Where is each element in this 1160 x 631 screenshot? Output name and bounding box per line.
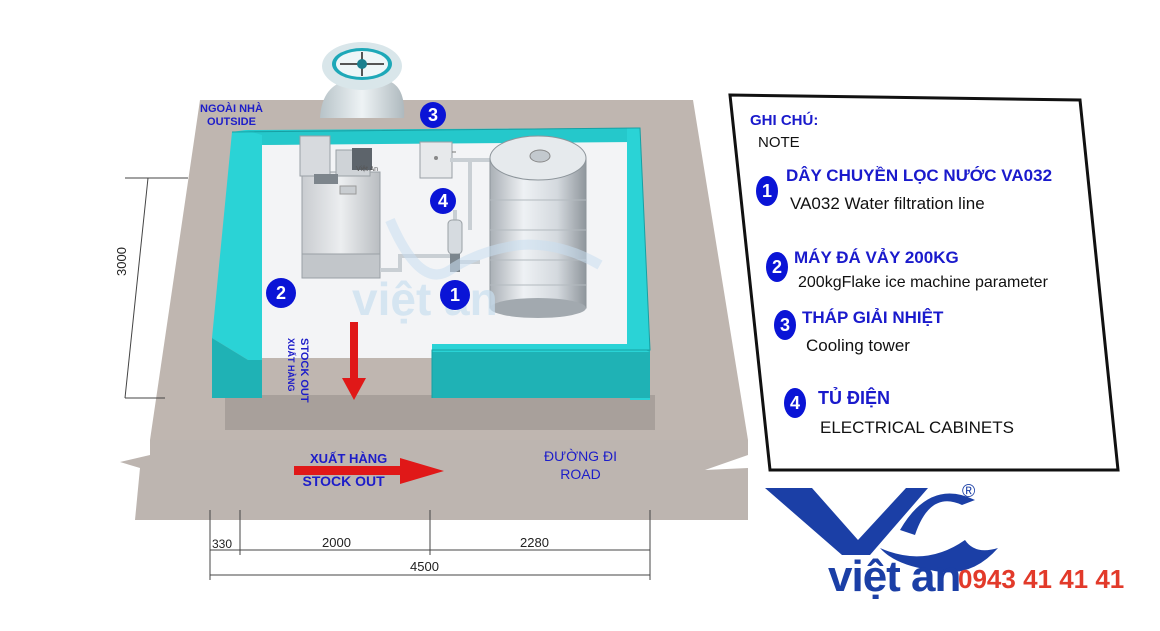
note-panel-border [728,93,1120,472]
dim-middle: 2000 [322,535,351,550]
note-item-3-en: Cooling tower [806,336,910,355]
road-label-vi: ĐƯỜNG ĐI [544,448,617,464]
stock-out-vertical-vi: XUẤT HÀNG [286,338,296,392]
badge-2: 2 [266,278,296,308]
note-item-4-en: ELECTRICAL CABINETS [820,418,1014,437]
stock-out-horizontal-vi: XUẤT HÀNG [310,451,388,466]
brand-phone: 0943 41 41 41 [958,564,1125,594]
outside-label-en: OUTSIDE [207,116,256,128]
note-item-2-en: 200kgFlake ice machine parameter [798,274,1048,291]
outside-label-vi: NGOÀI NHÀ [200,103,263,115]
note-item-1-vi: DÂY CHUYỀN LỌC NƯỚC VA032 [786,166,1053,185]
note-item-1-en: VA032 Water filtration line [790,194,985,213]
dim-right: 2280 [520,535,549,550]
watermark-swoosh [385,218,603,280]
badge-1: 1 [440,280,470,310]
dim-left-gap: 330 [212,537,233,551]
electrical-cabinet [419,141,456,179]
note-badge-1: 1 [756,176,778,206]
road-label: ĐƯỜNG ĐI ROAD [544,447,617,483]
water-tank [489,135,587,318]
road-label-en: ROAD [560,466,601,482]
note-item-4-vi: TỦ ĐIỆN [818,388,890,408]
badge-3: 3 [420,102,446,128]
cooling-tower [320,42,405,118]
registered-mark: ® [962,481,976,501]
stock-out-horizontal-en: STOCK OUT [302,473,385,489]
left-wall [212,130,262,360]
stock-out-vertical-arrow [342,322,366,400]
dimension-lines [124,177,651,580]
brand-name: việt an [828,552,961,601]
stock-out-horizontal-label: XUẤT HÀNG STOCK OUT [300,451,388,489]
wall-shadow [225,395,655,430]
note-badge-4: 4 [784,388,806,418]
road-strip [120,440,748,520]
watermark-text: việt an [352,273,498,325]
outside-label: NGOÀI NHÀ OUTSIDE [200,103,263,129]
brand-logo-mark [765,488,998,573]
stock-out-vertical-en: STOCK OUT [298,338,310,403]
front-wall [432,350,650,398]
right-wall [627,128,650,400]
stock-out-horizontal-arrow [294,458,444,484]
note-badge-2: 2 [766,252,788,282]
badge-4: 4 [430,188,456,214]
machine-tag: Việt An [356,166,379,173]
dim-depth: 3000 [114,247,129,276]
note-title: GHI CHÚ: [750,112,819,129]
note-item-3-vi: THÁP GIẢI NHIỆT [802,308,944,327]
note-badge-3: 3 [774,310,796,340]
ice-machine [299,135,381,279]
note-subtitle: NOTE [758,134,800,151]
stock-out-vertical-label: STOCK OUT XUẤT HÀNG [284,338,310,403]
dim-total: 4500 [410,559,439,574]
note-item-2-vi: MÁY ĐÁ VẢY 200KG [794,248,959,267]
note-panel: GHI CHÚ: NOTE 1 DÂY CHUYỀN LỌC NƯỚC VA03… [738,100,1118,472]
